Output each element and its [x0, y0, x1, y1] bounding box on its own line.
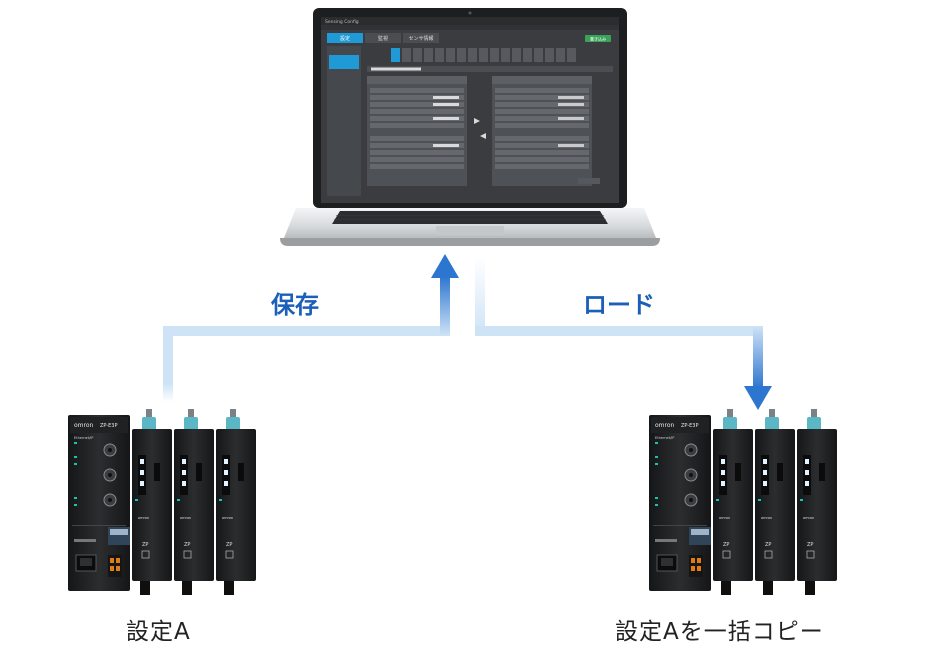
save-label: 保存 — [271, 291, 319, 319]
controller-brand: omron — [74, 422, 94, 429]
screen-slot-row — [391, 48, 576, 62]
screen-settings-left — [367, 76, 467, 186]
screen-tab-2 — [365, 33, 401, 43]
sensor-unit-1: omron ZP — [132, 409, 172, 595]
load-label: ロード — [583, 291, 655, 319]
svg-text:omron: omron — [180, 516, 191, 520]
sensor-unit-3: omron ZP — [216, 409, 256, 595]
laptop-keyboard — [332, 211, 608, 224]
laptop-camera — [468, 11, 472, 15]
svg-text:センサ情報: センサ情報 — [408, 35, 433, 42]
controller-model: ZP-E3P — [100, 423, 118, 429]
svg-text:監視: 監視 — [378, 35, 388, 42]
svg-text:設定: 設定 — [340, 35, 350, 42]
screen-app-title: Sensing Config — [325, 19, 359, 25]
svg-text:書き込み: 書き込み — [590, 36, 606, 42]
sensor-brand: omron — [138, 516, 149, 520]
save-arrow-head — [431, 254, 459, 278]
screen-side-panel — [327, 46, 361, 196]
svg-text:ZP: ZP — [226, 542, 232, 548]
right-device-caption: 設定Aを一括コピー — [615, 619, 824, 645]
left-device-caption: 設定A — [126, 619, 191, 645]
sensor-unit-2: omron ZP — [174, 409, 214, 595]
screen-write-button — [585, 35, 611, 42]
laptop-touchpad — [436, 226, 504, 235]
screen-tab-1 — [327, 33, 363, 43]
svg-text:Ethernet/IP: Ethernet/IP — [74, 436, 93, 440]
load-arrow-head — [744, 386, 772, 410]
screen-copy-arrows — [474, 118, 486, 139]
laptop-front-edge — [280, 238, 660, 246]
svg-text:ZP: ZP — [184, 542, 190, 548]
load-arrow — [475, 258, 772, 410]
screen-settings-right — [492, 76, 592, 186]
controller-unit: omron ZP-E3P Ethernet/IP — [68, 415, 130, 591]
svg-text:omron: omron — [222, 516, 233, 520]
save-arrow — [163, 254, 459, 402]
device-group-left: omron ZP-E3P Ethernet/IP — [68, 409, 256, 595]
device-group-right — [648, 408, 838, 596]
sensor-model: ZP — [142, 542, 148, 548]
screen-tab-3 — [403, 33, 439, 43]
laptop: Sensing Config 設定 監視 センサ情報 書き込み — [280, 8, 660, 246]
